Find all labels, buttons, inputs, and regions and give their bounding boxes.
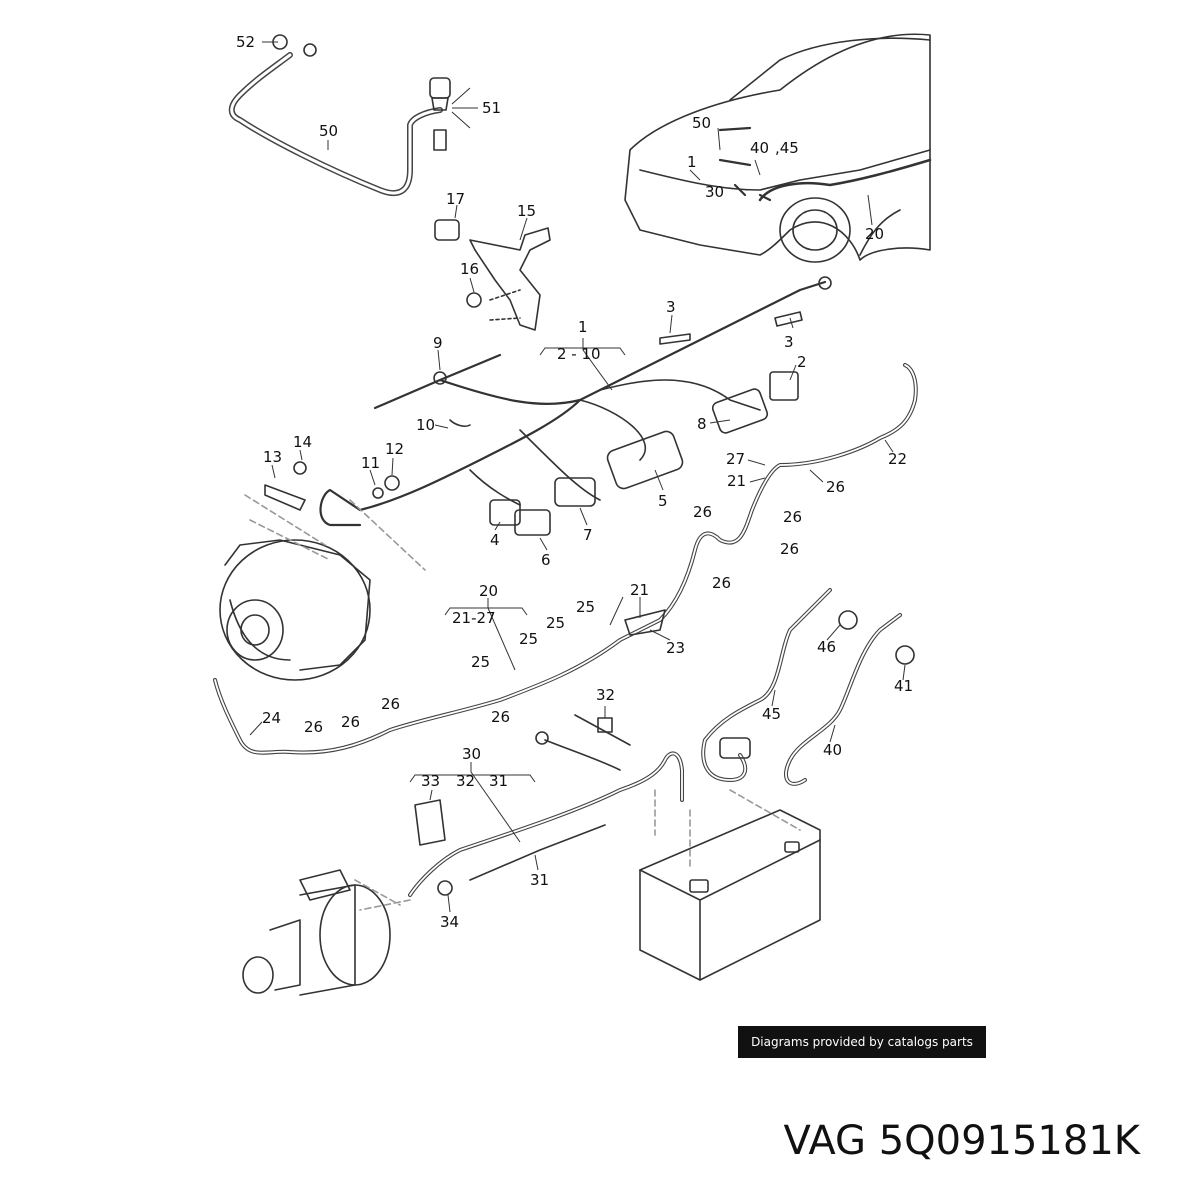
alternator [219,494,426,681]
callout-6: 6 [541,551,551,569]
callout-51: 51 [482,99,501,117]
callout-25-c: 25 [519,630,538,648]
callout-17: 17 [446,190,465,208]
callout-33: 33 [421,772,440,790]
callout-25-a: 25 [576,598,595,616]
engine-harness-1 [264,276,832,536]
starter-motor [242,869,411,996]
callout-26-e: 26 [712,574,731,592]
callout-23: 23 [666,639,685,657]
battery [639,789,821,981]
callout-2: 2 [797,353,807,371]
callout-14: 14 [293,433,312,451]
battery-cable-30 [408,714,684,897]
callout-26-g: 26 [341,713,360,731]
callout-31-bottom: 31 [530,871,549,889]
callout-34: 34 [440,913,459,931]
callout-50: 50 [319,122,338,140]
car-illustration [624,33,932,263]
callout-32-top: 32 [596,686,615,704]
callout-2-10: 2 - 10 [557,345,601,363]
callout-5: 5 [658,492,668,510]
callout-52: 52 [236,33,255,51]
callout-22: 22 [888,450,907,468]
callout-8: 8 [697,415,707,433]
harness-40-45 [701,588,915,786]
callout-21-27: 21-27 [452,609,496,627]
callout-46: 46 [817,638,836,656]
callout-41: 41 [894,677,913,695]
callout-9: 9 [433,334,443,352]
callout-21-top: 21 [727,472,746,490]
callout-3-bottom: 3 [784,333,794,351]
ground-cable-50 [228,34,451,197]
callout-40-car: 40 [750,139,769,157]
callout-26-i: 26 [491,708,510,726]
callout-21-mid: 21 [630,581,649,599]
callout-1-car: 1 [687,153,697,171]
callout-25-d: 25 [471,653,490,671]
callout-32: 32 [456,772,475,790]
callout-20-car: 20 [865,225,884,243]
part-number-title: VAG 5Q0915181K [783,1118,1140,1164]
callout-labels: 52 51 50 50 1 40 ,45 30 20 17 15 16 3 3 … [236,33,913,931]
callout-20: 20 [479,582,498,600]
callout-13: 13 [263,448,282,466]
callout-40: 40 [823,741,842,759]
callout-24: 24 [262,709,281,727]
callout-27: 27 [726,450,745,468]
callout-26-a: 26 [826,478,845,496]
leader-lines [249,41,906,913]
callout-25-b: 25 [546,614,565,632]
bracket-15 [434,219,551,331]
callout-26-c: 26 [783,508,802,526]
callout-4: 4 [490,531,500,549]
harness-20 [213,363,918,755]
callout-26-h: 26 [304,718,323,736]
callout-15: 15 [517,202,536,220]
callout-16: 16 [460,260,479,278]
callout-31-top: 31 [489,772,508,790]
callout-3-top: 3 [666,298,676,316]
callout-7: 7 [583,526,593,544]
diagram-source-badge: Diagrams provided by catalogs parts [738,1026,986,1058]
callout-30-car: 30 [705,183,724,201]
callout-50-car: 50 [692,114,711,132]
callout-26-f: 26 [381,695,400,713]
callout-26-b: 26 [693,503,712,521]
callout-30: 30 [462,745,481,763]
callout-45-car: ,45 [775,139,799,157]
callout-11: 11 [361,454,380,472]
callout-10: 10 [416,416,435,434]
callout-45: 45 [762,705,781,723]
callout-26-d: 26 [780,540,799,558]
callout-1: 1 [578,318,588,336]
callout-12: 12 [385,440,404,458]
